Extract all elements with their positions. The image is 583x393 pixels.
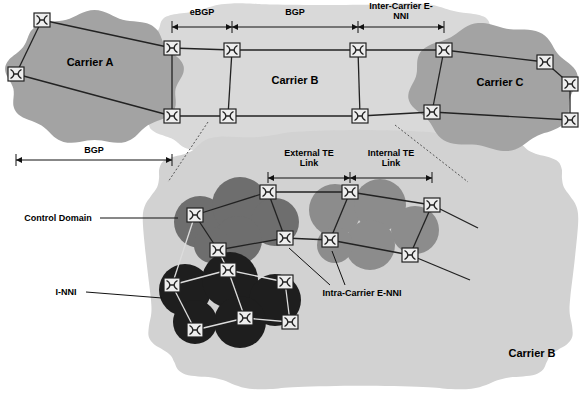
link <box>42 20 172 48</box>
link <box>232 49 358 50</box>
switch-icon <box>322 233 338 247</box>
link <box>444 50 545 62</box>
switch-icon <box>424 105 440 119</box>
leader-line <box>100 218 178 219</box>
switch-icon <box>277 275 293 289</box>
link-label: External TE Link <box>284 148 334 168</box>
cloud-outline <box>143 130 578 389</box>
link-label: Internal TE Link <box>366 148 416 168</box>
switch-icon <box>282 315 298 329</box>
link <box>195 192 268 215</box>
cloud-lobe <box>391 206 439 254</box>
leader-line <box>332 251 345 285</box>
switch-icon <box>224 43 240 57</box>
leader-line <box>86 292 162 298</box>
bracket-tick <box>16 154 17 166</box>
link <box>432 50 444 112</box>
link <box>358 50 360 116</box>
switch-icon <box>237 311 253 325</box>
switch-icon <box>210 243 226 257</box>
switch-icon <box>164 109 180 123</box>
switch-icon <box>220 263 236 277</box>
link <box>358 49 444 50</box>
switch-icon <box>260 185 276 199</box>
control-domain-cloud <box>159 252 301 348</box>
switches <box>8 13 578 337</box>
brackets <box>16 21 444 183</box>
link <box>16 20 42 74</box>
link-label: I-NNI <box>56 287 77 297</box>
bracket-line <box>172 27 232 28</box>
link <box>16 74 172 116</box>
link-label: Inter-Carrier E-NNI <box>368 1 434 21</box>
bracket-line <box>268 178 350 179</box>
link <box>268 191 350 192</box>
bracket-tick <box>444 21 445 33</box>
switch-icon <box>402 248 418 262</box>
link <box>228 115 360 116</box>
link <box>228 50 232 116</box>
zoom-lines <box>168 122 468 182</box>
switch-icon <box>342 185 358 199</box>
link-label: Control Domain <box>24 213 92 223</box>
links <box>172 215 290 330</box>
bracket-line <box>350 178 432 179</box>
switch-icon <box>220 109 236 123</box>
link <box>360 112 432 116</box>
control-domain-cloud <box>174 177 299 264</box>
switch-icon <box>436 43 452 57</box>
cloud-lobe <box>173 300 217 344</box>
bracket-tick <box>172 21 173 33</box>
switch-icon <box>537 55 553 69</box>
switch-icon <box>562 77 578 91</box>
cloud-outline <box>408 23 578 151</box>
switch-icon <box>164 278 180 292</box>
bracket-line <box>16 160 172 161</box>
switch-icon <box>164 41 180 55</box>
carrier-name: Carrier B <box>271 74 318 86</box>
switch-icon <box>187 323 203 337</box>
leader-line <box>289 248 330 285</box>
bracket-tick <box>432 172 433 183</box>
link <box>350 192 432 205</box>
bracket-tick <box>172 154 173 166</box>
switch-icon <box>8 67 24 81</box>
switch-icon <box>562 113 578 127</box>
link-label: Intra-Carrier E-NNI <box>322 288 401 298</box>
bracket-tick <box>358 21 359 33</box>
switch-icon <box>350 43 366 57</box>
bracket-tick <box>350 172 351 183</box>
links <box>195 192 478 280</box>
link <box>172 215 195 285</box>
switch-icon <box>352 109 368 123</box>
bracket-tick <box>232 21 233 33</box>
link-label: eBGP <box>190 7 215 17</box>
carrier-name: Carrier B <box>508 347 555 359</box>
leaders <box>86 218 345 298</box>
switch-icon <box>424 198 440 212</box>
switch-icon <box>34 13 50 27</box>
bracket-tick <box>268 172 269 183</box>
carrier-cloud: Carrier C <box>405 20 581 154</box>
link <box>330 240 410 255</box>
switch-icon <box>277 231 293 245</box>
zoom-line <box>168 122 208 182</box>
switch-icon <box>187 208 203 222</box>
links <box>16 20 570 120</box>
bracket-line <box>232 27 358 28</box>
link-label: BGP <box>285 7 305 17</box>
link <box>172 48 232 50</box>
link <box>218 238 285 250</box>
link <box>410 255 470 280</box>
bracket-line <box>358 27 444 28</box>
link-label: BGP <box>84 145 104 155</box>
link <box>432 112 570 120</box>
link <box>171 48 172 116</box>
carrier-name: Carrier C <box>476 76 523 88</box>
carrier-name: Carrier A <box>67 56 114 68</box>
